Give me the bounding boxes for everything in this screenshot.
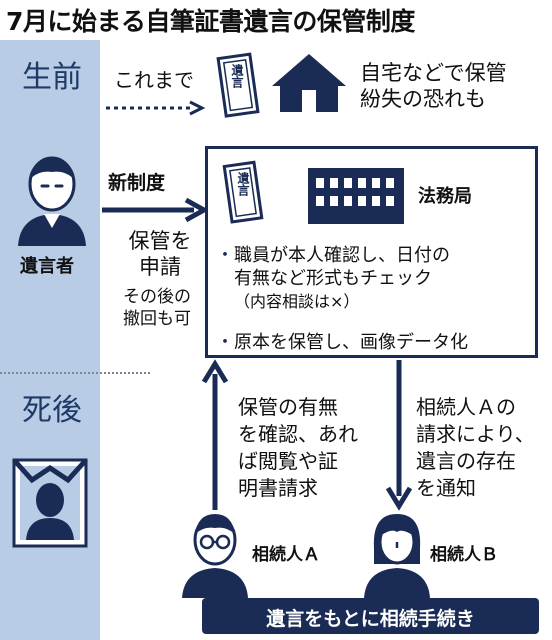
notify-line1: 相続人Ａの xyxy=(416,395,516,419)
down-arrow xyxy=(385,360,413,511)
apply-line1: 保管を xyxy=(128,229,192,253)
legal-bureau-label: 法務局 xyxy=(418,186,472,207)
will-document-box-label: 遺言 xyxy=(236,172,250,196)
bullet1-line1: 職員が本人確認し、日付の xyxy=(234,245,450,266)
page-title: 7月に始まる自筆証書遺言の保管制度 xyxy=(6,7,415,36)
section-divider xyxy=(0,372,150,374)
building-icon xyxy=(308,168,404,224)
memorial-portrait-icon xyxy=(12,458,88,548)
heir-a-label: 相続人Ａ xyxy=(252,545,320,565)
up-arrow xyxy=(201,359,229,510)
new-system-label: 新制度 xyxy=(108,172,166,194)
dotted-arrow xyxy=(106,100,206,116)
bullet-store-original: ・原本を保管し、画像データ化 xyxy=(216,332,468,353)
testator-label: 遺言者 xyxy=(20,256,74,277)
bullet2-text: 原本を保管し、画像データ化 xyxy=(234,332,468,353)
notify-line4: を通知 xyxy=(416,476,476,500)
inheritance-procedure-label: 遺言をもとに相続手続き xyxy=(266,608,475,630)
heir-b-icon xyxy=(364,514,430,598)
withdraw-line2: 撤回も可 xyxy=(123,309,191,329)
label-so-far: これまで xyxy=(114,68,194,92)
inheritance-procedure-bar xyxy=(202,598,539,634)
apply-arrow xyxy=(102,197,210,223)
side-label-before: 生前 xyxy=(22,60,82,95)
will-document-icon-box xyxy=(222,160,264,224)
confirm-line3: ば閲覧や証 xyxy=(238,449,338,473)
bullet1-line3: （内容相談は×） xyxy=(234,292,360,311)
confirm-text: 保管の有無 を確認、あれ ば閲覧や証 明書請求 xyxy=(238,394,378,502)
side-label-after: 死後 xyxy=(22,393,82,428)
withdraw-line1: その後の xyxy=(123,287,191,307)
house-icon xyxy=(272,54,346,112)
bullet1-line2: 有無など形式もチェック xyxy=(234,268,432,289)
confirm-line1: 保管の有無 xyxy=(238,395,338,419)
confirm-line2: を確認、あれ xyxy=(238,422,358,446)
heir-b-label: 相続人Ｂ xyxy=(430,545,498,565)
withdraw-text: その後の 撤回も可 xyxy=(108,286,206,330)
notify-line2: 請求により、 xyxy=(416,422,535,446)
apply-line2: 申請 xyxy=(139,255,181,279)
home-text-line1: 自宅などで保管 xyxy=(360,61,507,85)
will-document-icon xyxy=(216,52,260,118)
heir-a-icon xyxy=(182,514,248,598)
home-text-line2: 紛失の恐れも xyxy=(360,87,486,111)
apply-text: 保管を 申請 xyxy=(120,228,200,280)
notify-text: 相続人Ａの 請求により、 遺言の存在 を通知 xyxy=(416,394,546,502)
home-storage-text: 自宅などで保管 紛失の恐れも xyxy=(360,60,507,112)
notify-line3: 遺言の存在 xyxy=(416,449,516,473)
bullet-identity-check: ・職員が本人確認し、日付の 有無など形式もチェック （内容相談は×） xyxy=(216,244,536,313)
testator-icon xyxy=(18,156,86,246)
confirm-line4: 明書請求 xyxy=(238,476,318,500)
will-document-label: 遺言 xyxy=(230,64,244,88)
side-band xyxy=(0,40,100,640)
